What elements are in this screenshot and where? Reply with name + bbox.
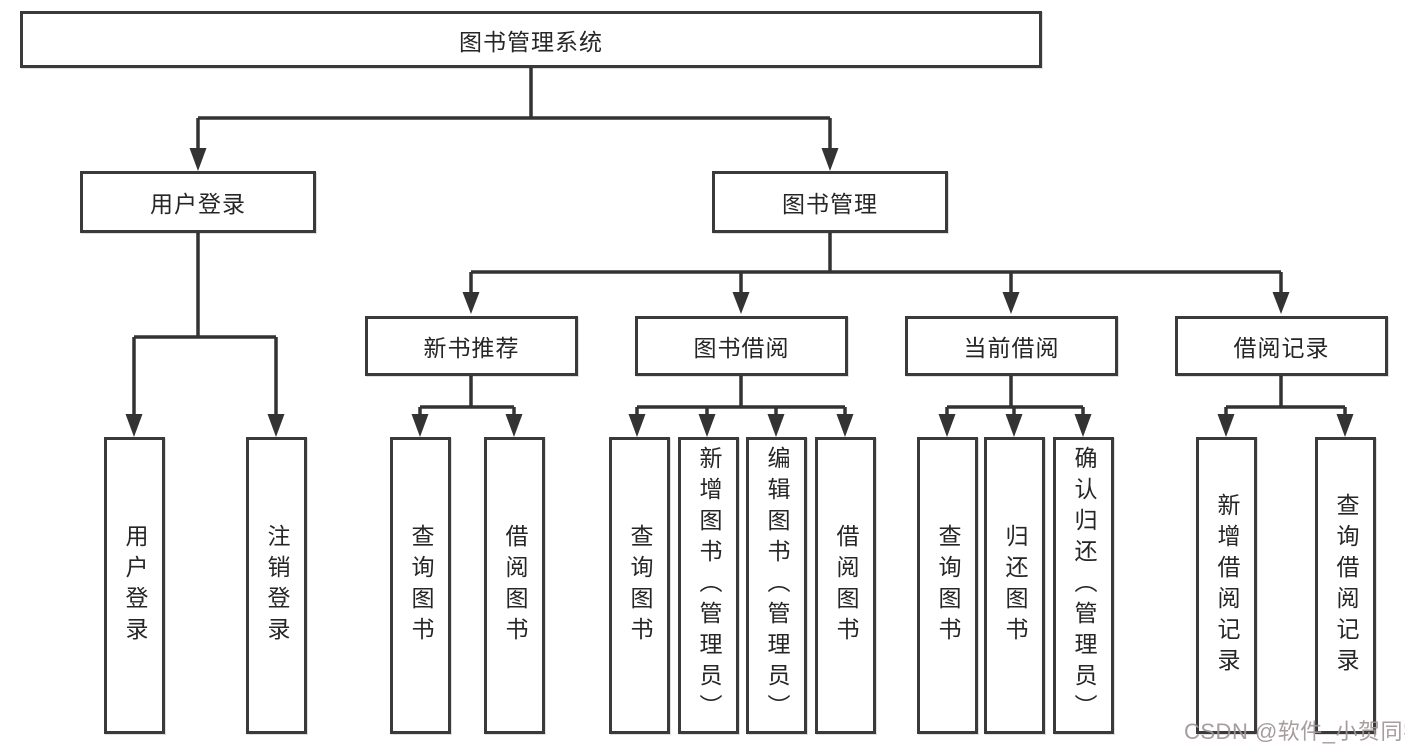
leaf-logout: 注销登录: [246, 437, 307, 734]
leaf-label: 新增图书（管理员）: [696, 446, 722, 725]
leaf-user-login: 用户登录: [104, 437, 165, 734]
leaf-label: 编辑图书（管理员）: [764, 446, 790, 725]
leaf-query-borrow-record: 查询借阅记录: [1315, 437, 1376, 734]
leaf-add-book-admin: 新增图书（管理员）: [678, 437, 739, 734]
leaf-label: 查询借阅记录: [1333, 492, 1359, 679]
leaf-label: 查询图书: [935, 523, 961, 648]
node-book-management: 图书管理: [712, 171, 948, 233]
node-label: 借阅记录: [1233, 335, 1330, 361]
node-book-borrowing: 图书借阅: [635, 316, 848, 376]
leaf-label: 查询图书: [627, 523, 653, 648]
leaf-label: 查询图书: [408, 523, 434, 648]
node-label: 新书推荐: [423, 335, 520, 361]
leaf-query-books-current: 查询图书: [917, 437, 978, 734]
csdn-watermark: CSDN @软件_小贺同学: [1184, 719, 1405, 744]
leaf-edit-book-admin: 编辑图书（管理员）: [746, 437, 807, 734]
leaf-label: 借阅图书: [833, 523, 859, 648]
leaf-query-books-borrowing: 查询图书: [609, 437, 670, 734]
leaf-label: 归还图书: [1002, 523, 1028, 648]
leaf-query-books-recommend: 查询图书: [390, 437, 451, 734]
leaf-label: 借阅图书: [502, 523, 528, 648]
arrowheads: [125, 148, 1354, 437]
leaf-borrow-books-borrowing: 借阅图书: [815, 437, 876, 734]
leaf-label: 确认归还（管理员）: [1071, 446, 1097, 725]
node-user-login: 用户登录: [80, 171, 316, 233]
leaf-label: 用户登录: [122, 523, 148, 648]
leaf-return-books: 归还图书: [984, 437, 1045, 734]
node-label: 图书管理: [782, 191, 878, 217]
node-label: 当前借阅: [963, 335, 1060, 361]
node-label: 图书借阅: [693, 335, 790, 361]
node-root-library-management-system: 图书管理系统: [20, 11, 1042, 68]
leaf-label: 注销登录: [264, 523, 290, 648]
node-new-book-recommend: 新书推荐: [365, 316, 578, 376]
leaf-borrow-books-recommend: 借阅图书: [484, 437, 545, 734]
node-label: 用户登录: [150, 191, 246, 217]
leaf-add-borrow-record: 新增借阅记录: [1196, 437, 1257, 734]
leaf-confirm-return-admin: 确认归还（管理员）: [1053, 437, 1114, 734]
node-label: 图书管理系统: [459, 28, 603, 55]
node-current-borrowing: 当前借阅: [905, 316, 1118, 376]
leaf-label: 新增借阅记录: [1214, 492, 1240, 679]
node-borrowing-records: 借阅记录: [1175, 316, 1388, 376]
